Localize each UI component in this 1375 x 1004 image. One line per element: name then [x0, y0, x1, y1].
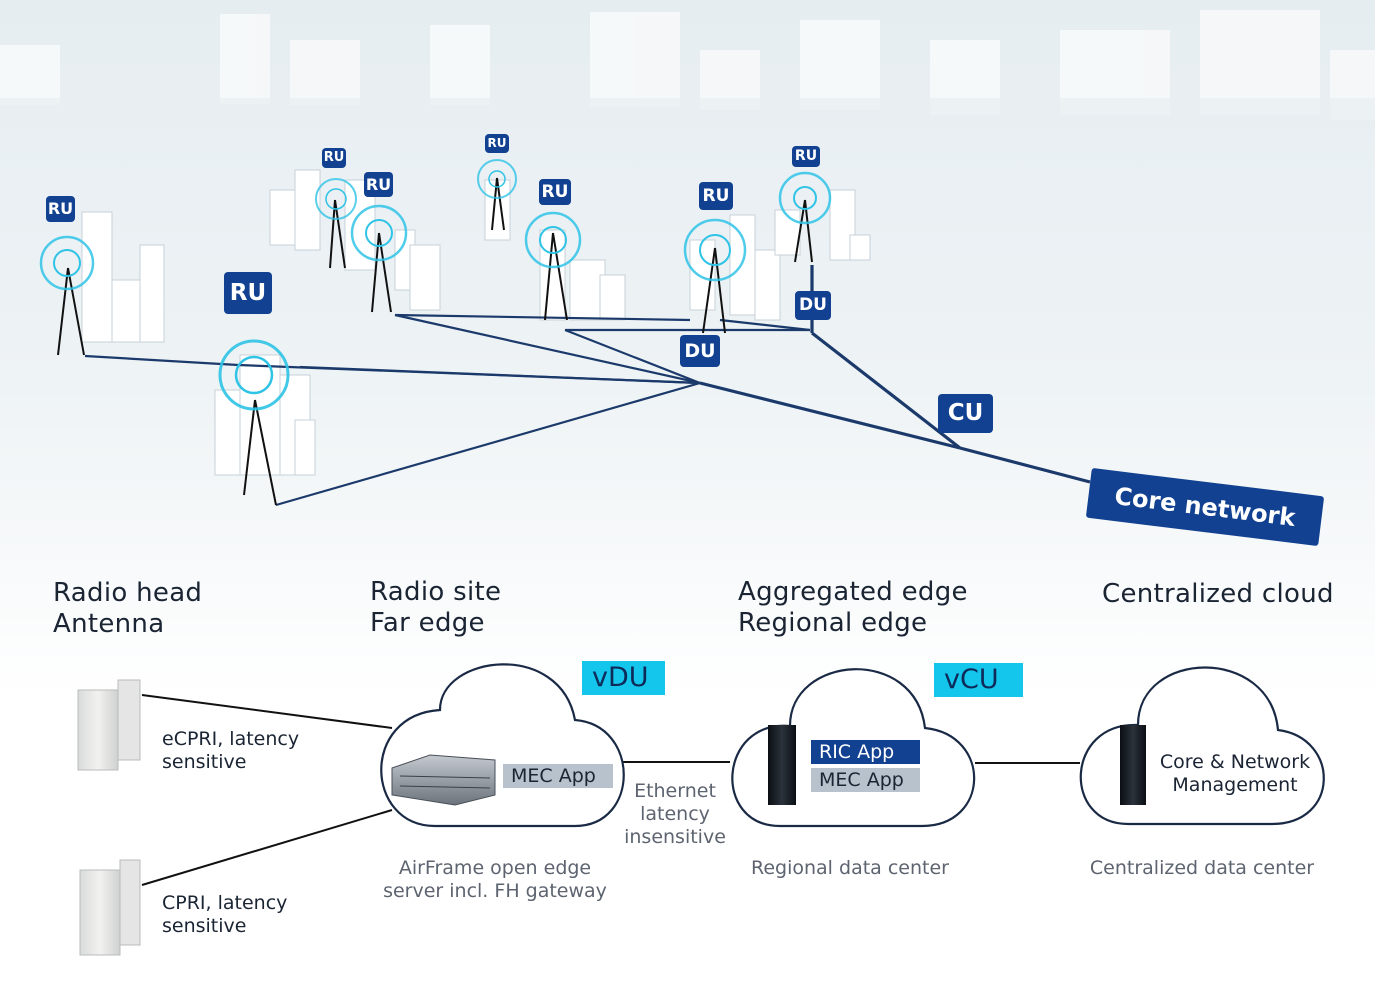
ecpri-link-label: eCPRI, latency sensitive: [162, 728, 300, 773]
ethernet-link-label: Ethernet latency insensitive: [624, 780, 726, 848]
fronthaul-lines: [84, 313, 811, 507]
ru-badge: RU: [322, 148, 346, 168]
regional-rack: [768, 725, 796, 805]
central-rack: [1120, 725, 1146, 805]
zone-aggregated-edge-title: Aggregated edge Regional edge: [738, 577, 968, 638]
du-badge: DU: [680, 335, 720, 367]
cpri-link-label: CPRI, latency sensitive: [162, 892, 288, 937]
radio-head-box-2: [79, 859, 141, 956]
vdu-badge: vDU: [582, 661, 665, 695]
zone-centralized-cloud-title: Centralized cloud: [1102, 579, 1334, 609]
cu-badge: CU: [938, 394, 993, 433]
ru-badge: RU: [224, 272, 272, 314]
radio-head-box-1: [77, 679, 141, 771]
far-edge-caption: AirFrame open edge server incl. FH gatew…: [383, 857, 607, 902]
site-connection-lines: [141, 694, 1080, 886]
ru-badge: RU: [364, 172, 393, 197]
ru-badge: RU: [539, 179, 571, 205]
regional-ric-app: RIC App: [811, 740, 920, 764]
core-network-banner: [1086, 468, 1324, 546]
du-badge: DU: [795, 291, 831, 320]
airframe-server: [391, 754, 496, 806]
zone-radio-site-title: Radio site Far edge: [370, 577, 502, 638]
ru-badge: RU: [46, 196, 75, 222]
central-caption: Centralized data center: [1089, 857, 1315, 879]
ru-badge: RU: [699, 182, 733, 210]
far-edge-mec-app: MEC App: [503, 764, 613, 788]
ru-badge: RU: [485, 134, 509, 153]
zone-radio-head-title: Radio head Antenna: [53, 578, 203, 639]
vcu-badge: vCU: [934, 663, 1023, 697]
radio-rings: [39, 159, 832, 411]
regional-caption: Regional data center: [751, 857, 949, 879]
regional-mec-app: MEC App: [811, 768, 920, 792]
ru-badge: RU: [792, 146, 820, 167]
core-management-label: Core & Network Management: [1159, 751, 1311, 796]
